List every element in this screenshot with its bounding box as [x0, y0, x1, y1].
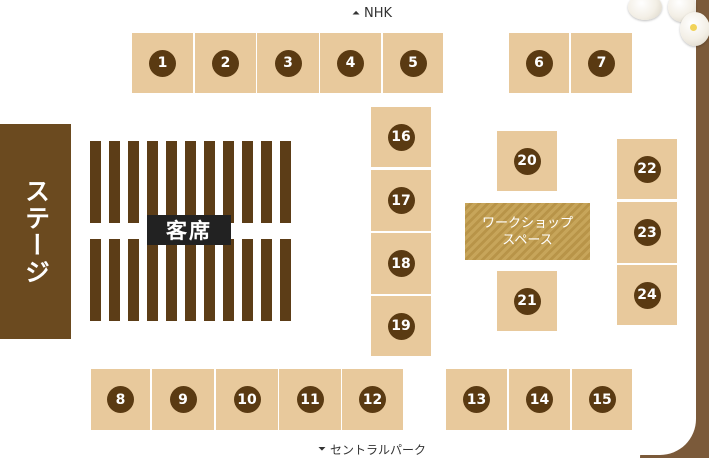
seat-row — [185, 141, 196, 223]
seat-row — [147, 239, 158, 321]
booth-19[interactable]: 19 — [371, 296, 431, 356]
booth-10[interactable]: 10 — [216, 369, 278, 430]
booth-number: 4 — [337, 49, 364, 77]
booth-number: 22 — [633, 155, 661, 183]
booth-number: 1 — [149, 49, 176, 77]
seat-row — [204, 141, 215, 223]
booth-number: 7 — [588, 49, 615, 77]
booth-17[interactable]: 17 — [371, 170, 431, 231]
booth-number: 11 — [296, 386, 324, 413]
booth-21[interactable]: 21 — [497, 271, 557, 331]
seat-row — [204, 239, 215, 321]
booth-number: 16 — [387, 123, 415, 151]
direction-bottom: ⏷ セントラルパーク — [318, 441, 426, 458]
booth-14[interactable]: 14 — [509, 369, 570, 430]
seat-row — [128, 239, 139, 321]
booth-5[interactable]: 5 — [383, 33, 443, 93]
seat-row — [147, 141, 158, 223]
booth-number: 3 — [274, 49, 302, 77]
seat-row — [109, 239, 120, 321]
booth-number: 9 — [169, 386, 197, 413]
audience-label: 客席 — [147, 215, 231, 245]
seat-row — [280, 239, 291, 321]
booth-9[interactable]: 9 — [152, 369, 214, 430]
direction-top-label: NHK — [364, 6, 393, 21]
booth-number: 24 — [633, 281, 661, 309]
booth-number: 5 — [399, 49, 427, 77]
seat-row — [261, 239, 272, 321]
seat-row — [223, 239, 234, 321]
seat-row — [280, 141, 291, 223]
booth-number: 18 — [387, 250, 415, 277]
booth-13[interactable]: 13 — [446, 369, 507, 430]
stage-label: ステージ — [21, 177, 51, 286]
booth-number: 17 — [387, 187, 415, 214]
seat-row — [166, 141, 177, 223]
seat-row — [185, 239, 196, 321]
seat-row — [90, 239, 101, 321]
seat-row — [223, 141, 234, 223]
booth-number: 19 — [387, 312, 415, 340]
booth-16[interactable]: 16 — [371, 107, 431, 167]
workshop-label-line1: ワークショップ — [481, 215, 573, 231]
booth-number: 23 — [633, 219, 661, 246]
booth-number: 6 — [525, 49, 553, 77]
seat-row — [261, 141, 272, 223]
workshop-space: ワークショップ スペース — [465, 203, 590, 260]
booth-2[interactable]: 2 — [195, 33, 256, 93]
direction-top: ⏶ NHK — [352, 6, 392, 21]
workshop-label-line2: スペース — [502, 232, 553, 248]
booth-15[interactable]: 15 — [572, 369, 632, 430]
booth-number: 15 — [588, 386, 616, 413]
booth-7[interactable]: 7 — [571, 33, 632, 93]
booth-18[interactable]: 18 — [371, 233, 431, 294]
booth-22[interactable]: 22 — [617, 139, 677, 199]
booth-4[interactable]: 4 — [320, 33, 381, 93]
booth-11[interactable]: 11 — [279, 369, 341, 430]
booth-1[interactable]: 1 — [132, 33, 193, 93]
seat-row — [242, 141, 253, 223]
seat-row — [128, 141, 139, 223]
booth-number: 2 — [212, 49, 239, 77]
booth-12[interactable]: 12 — [342, 369, 403, 430]
double-down-arrow-icon: ⏷ — [318, 443, 326, 455]
booth-number: 10 — [233, 386, 261, 413]
seat-row — [90, 141, 101, 223]
stage: ステージ — [0, 124, 71, 339]
booth-number: 13 — [463, 386, 490, 413]
booth-8[interactable]: 8 — [91, 369, 150, 430]
booth-23[interactable]: 23 — [617, 202, 677, 263]
booth-24[interactable]: 24 — [617, 265, 677, 325]
booth-6[interactable]: 6 — [509, 33, 569, 93]
booth-number: 20 — [513, 147, 541, 175]
booth-number: 12 — [359, 386, 386, 413]
booth-3[interactable]: 3 — [257, 33, 319, 93]
seat-row — [242, 239, 253, 321]
double-up-arrow-icon: ⏶ — [352, 7, 360, 19]
seat-row — [109, 141, 120, 223]
seat-row — [166, 239, 177, 321]
booth-number: 21 — [513, 287, 541, 315]
booth-number: 14 — [526, 386, 553, 413]
direction-bottom-label: セントラルパーク — [330, 443, 427, 457]
booth-number: 8 — [107, 386, 134, 413]
booth-20[interactable]: 20 — [497, 131, 557, 191]
